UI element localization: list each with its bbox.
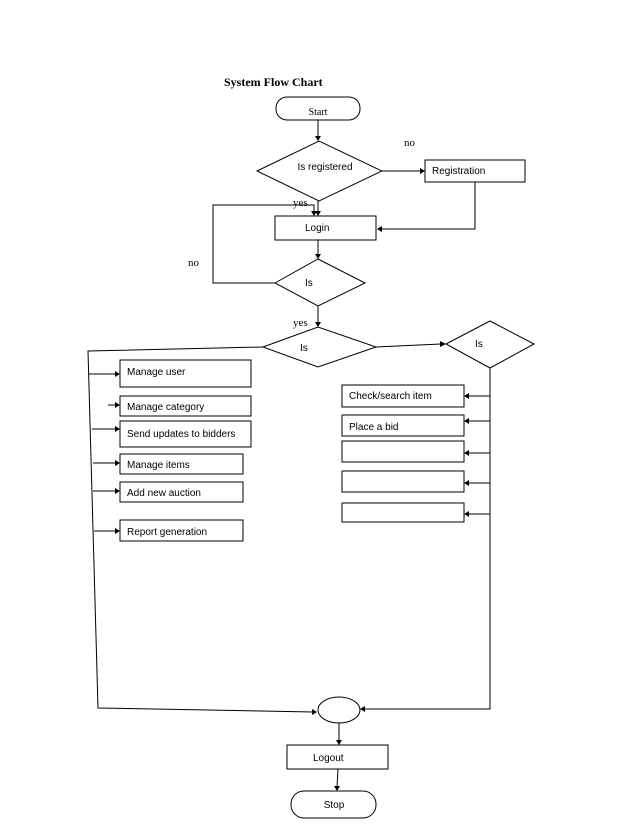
edge-admin-branch [87, 346, 314, 713]
is-valid-decision [273, 258, 367, 307]
arrowhead [464, 450, 469, 456]
arrowhead [115, 460, 120, 466]
stop-label: Stop [324, 800, 345, 811]
manage-category-box [119, 395, 252, 417]
report-generation-label: Report generation [127, 527, 207, 538]
edge-label-yes-registered: yes [293, 197, 308, 209]
arrowhead [115, 371, 120, 377]
start-label: Start [309, 107, 328, 118]
arrowhead [336, 740, 342, 745]
place-a-bid-label: Place a bid [349, 422, 398, 433]
place-a-bid-box [341, 414, 465, 437]
blank-box-2 [341, 470, 465, 493]
arrowhead [360, 706, 365, 712]
edge-retry-loop [212, 204, 315, 284]
blank-box-3 [341, 502, 465, 523]
manage-user-box [119, 359, 252, 388]
arrowhead [315, 136, 321, 141]
arrowhead [420, 168, 425, 174]
stop-terminal [290, 790, 377, 819]
edge-label-yes-login: yes [293, 317, 308, 329]
arrowhead [115, 402, 120, 408]
is-registered-label: Is registered [297, 162, 352, 173]
check-search-item-label: Check/search item [349, 391, 432, 402]
manage-items-label: Manage items [127, 460, 190, 471]
chart-title: System Flow Chart [224, 75, 323, 89]
registration-label: Registration [432, 166, 485, 177]
blank-box-1 [341, 440, 465, 463]
send-updates-label: Send updates to bidders [127, 429, 235, 440]
edge-registration-to-login [381, 182, 476, 230]
arrowhead [315, 211, 321, 216]
arrowhead [315, 254, 321, 259]
manage-user-label: Manage user [127, 367, 186, 378]
manage-category-label: Manage category [127, 402, 204, 413]
is-admin-decision [261, 326, 378, 368]
manage-items-box [119, 453, 244, 475]
is-admin-label: Is [300, 343, 308, 354]
add-new-auction-label: Add new auction [127, 488, 201, 499]
logout-label: Logout [313, 753, 344, 764]
is-valid-label: Is [305, 278, 313, 289]
arrowhead [312, 709, 317, 715]
arrowhead [334, 786, 340, 791]
edge-label-no-login: no [188, 257, 200, 269]
edge-label-no-registration: no [404, 137, 416, 149]
add-new-auction-box [119, 481, 244, 503]
arrowhead [440, 341, 446, 347]
logout-box [286, 744, 389, 770]
is-bidder-label: Is [475, 339, 483, 350]
arrowhead [464, 511, 469, 517]
edge-logout-to-stop [336, 768, 339, 788]
edge-admin-to-bidder [375, 343, 442, 348]
login-box [274, 215, 377, 241]
arrowhead [464, 480, 469, 486]
send-updates-box [119, 420, 252, 448]
arrowhead [464, 393, 469, 399]
merge-connector [317, 696, 361, 724]
arrowhead [315, 322, 321, 327]
arrowhead [311, 211, 317, 216]
arrowhead [115, 488, 120, 494]
arrowhead [115, 426, 120, 432]
check-search-item-box [341, 384, 465, 408]
arrowhead [464, 418, 469, 424]
login-label: Login [305, 223, 329, 234]
report-generation-box [119, 519, 244, 542]
arrowhead [377, 226, 382, 232]
is-bidder-decision [444, 320, 536, 369]
arrowhead [115, 528, 120, 534]
edge-bidder-branch [365, 368, 491, 710]
